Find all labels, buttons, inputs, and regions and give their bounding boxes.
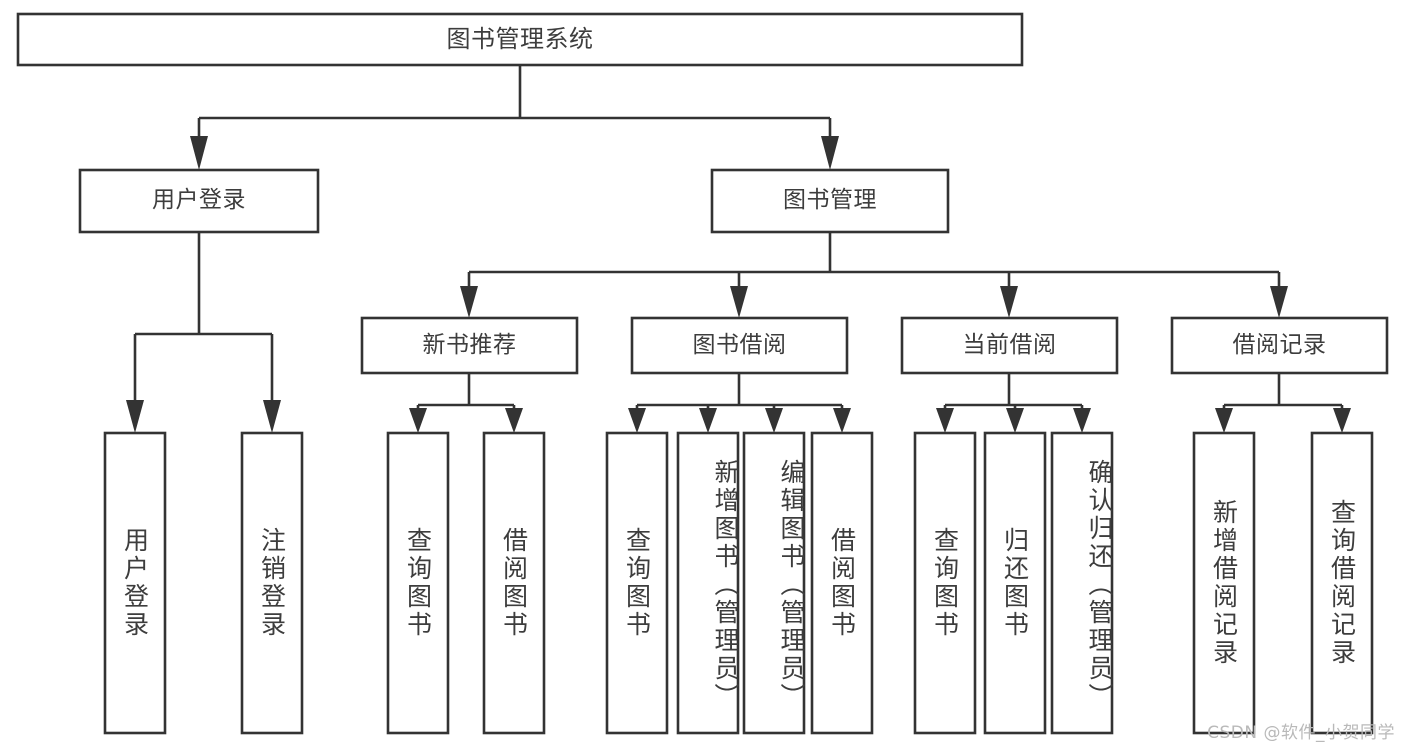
arrowhead-leaf-return-book	[1006, 408, 1024, 433]
node-book-manage-box[interactable]	[710, 168, 950, 234]
leaf-box-add-book[interactable]	[676, 431, 740, 735]
leaf-box-logout[interactable]	[240, 431, 304, 735]
arrowhead-book-manage	[821, 136, 839, 170]
arrowhead-leaf-add-book	[699, 408, 717, 433]
leaf-box-query-record[interactable]	[1310, 431, 1374, 735]
arrowhead-leaf-query-book-1	[409, 408, 427, 433]
arrowhead-leaf-user-login	[126, 400, 144, 433]
leaf-box-query-book-2[interactable]	[605, 431, 669, 735]
leaf-box-edit-book[interactable]	[742, 431, 806, 735]
node-current-borrow-box[interactable]	[900, 316, 1119, 375]
arrowhead-leaf-query-book-3	[936, 408, 954, 433]
leaf-box-user-login[interactable]	[103, 431, 167, 735]
leaf-box-borrow-book-1[interactable]	[482, 431, 546, 735]
arrowhead-borrow-record	[1270, 286, 1288, 318]
arrowhead-leaf-query-record	[1333, 408, 1351, 433]
arrowhead-current-borrow	[1000, 286, 1018, 318]
leaf-box-return-book[interactable]	[983, 431, 1047, 735]
leaf-box-query-book-3[interactable]	[913, 431, 977, 735]
node-borrow-record-box[interactable]	[1170, 316, 1389, 375]
arrowhead-leaf-borrow-book-2	[833, 408, 851, 433]
leaf-box-query-book-1[interactable]	[386, 431, 450, 735]
arrowhead-book-borrow	[730, 286, 748, 318]
node-book-borrow-box[interactable]	[630, 316, 849, 375]
node-new-book-recommend-box[interactable]	[360, 316, 579, 375]
arrowhead-leaf-confirm-return	[1073, 408, 1091, 433]
leaf-box-borrow-book-2[interactable]	[810, 431, 874, 735]
arrowhead-user-login	[190, 136, 208, 170]
arrowhead-leaf-borrow-book-1	[505, 408, 523, 433]
leaf-box-confirm-return[interactable]	[1050, 431, 1114, 735]
arrowhead-new-book	[460, 286, 478, 318]
node-user-login-box[interactable]	[78, 168, 320, 234]
arrowhead-leaf-edit-book	[765, 408, 783, 433]
arrowhead-leaf-query-book-2	[628, 408, 646, 433]
arrowhead-leaf-logout	[263, 400, 281, 433]
leaf-box-add-record[interactable]	[1192, 431, 1256, 735]
arrowhead-leaf-add-record	[1215, 408, 1233, 433]
node-root-box[interactable]	[16, 12, 1024, 67]
csdn-watermark: CSDN @软件_小贺同学	[1207, 723, 1395, 743]
